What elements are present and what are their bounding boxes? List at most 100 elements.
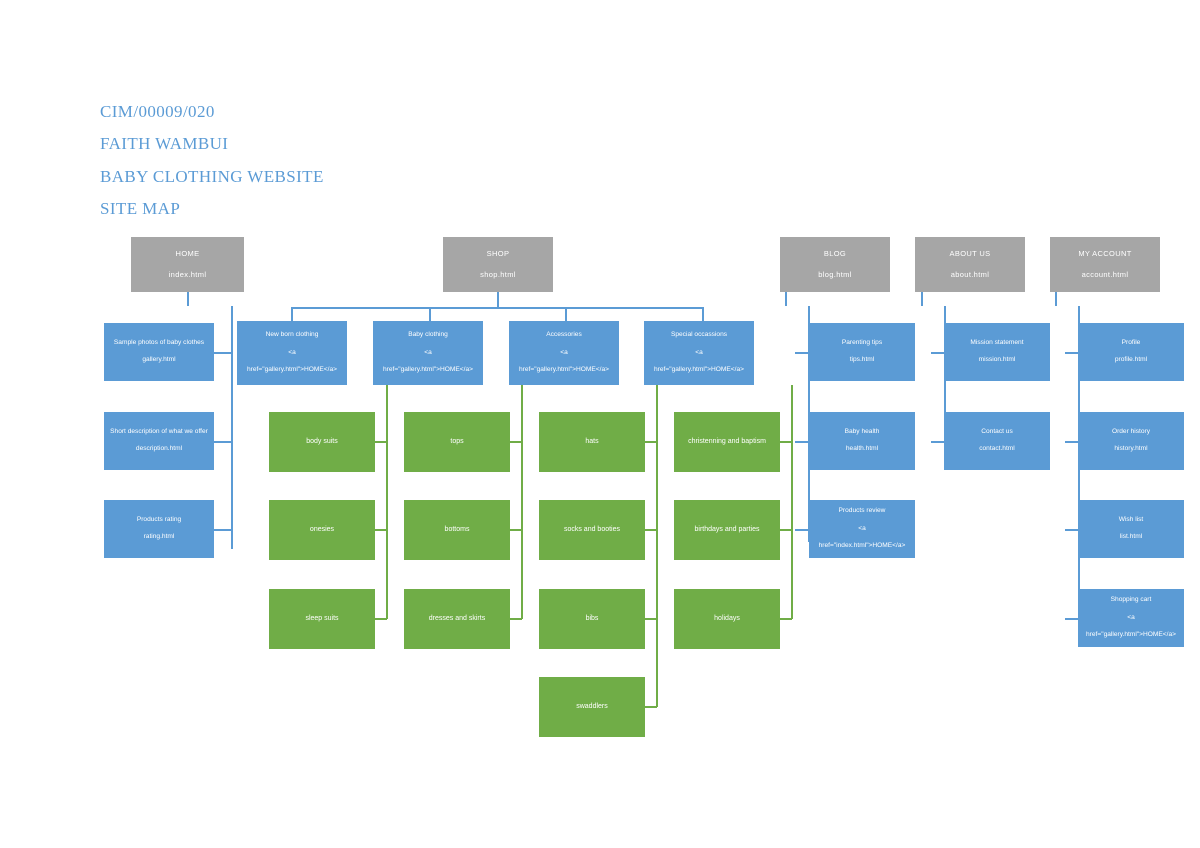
connector-special-stub-1 <box>780 441 792 443</box>
node-account-title: MY ACCOUNT <box>1078 249 1132 259</box>
connector-account-drop <box>1055 292 1057 306</box>
node-item-hats[interactable]: hats <box>539 412 645 472</box>
node-account-child-order-history[interactable]: Order history history.html <box>1078 412 1184 470</box>
connector-shop-drop-2 <box>429 307 431 321</box>
node-label-line3: href="index.html">HOME</a> <box>818 542 906 550</box>
node-home-child-description[interactable]: Short description of what we offer descr… <box>104 412 214 470</box>
node-shop-category-special-occassions[interactable]: Special occassions <a href="gallery.html… <box>644 321 754 385</box>
node-label-line1: Products rating <box>136 515 182 523</box>
node-label-line2: rating.html <box>143 533 175 541</box>
node-account-child-profile[interactable]: Profile profile.html <box>1078 323 1184 381</box>
node-label-line1: Sample photos of baby clothes <box>113 338 205 346</box>
node-item-dresses-and-skirts[interactable]: dresses and skirts <box>404 589 510 649</box>
node-label-line2: profile.html <box>1114 356 1148 364</box>
node-label-line2: <a <box>858 524 866 532</box>
node-account-child-shopping-cart[interactable]: Shopping cart <a href="gallery.html">HOM… <box>1078 589 1184 647</box>
node-blog[interactable]: BLOG blog.html <box>780 237 890 292</box>
connector-newborn-spine <box>386 385 388 619</box>
node-item-holidays[interactable]: holidays <box>674 589 780 649</box>
node-label-line2: <a <box>695 348 703 356</box>
node-item-body-suits[interactable]: body suits <box>269 412 375 472</box>
connector-blog-drop <box>785 292 787 306</box>
node-shop-category-accessories[interactable]: Accessories <a href="gallery.html">HOME<… <box>509 321 619 385</box>
node-item-onesies[interactable]: onesies <box>269 500 375 560</box>
diagram-title: SITE MAP <box>100 199 181 218</box>
connector-accessories-stub-1 <box>645 441 657 443</box>
node-label: birthdays and parties <box>694 526 760 534</box>
connector-babyclothing-spine <box>521 385 523 619</box>
connector-home-spine-main <box>231 306 233 549</box>
node-my-account[interactable]: MY ACCOUNT account.html <box>1050 237 1160 292</box>
node-about-us[interactable]: ABOUT US about.html <box>915 237 1025 292</box>
node-label-line2: contact.html <box>979 445 1015 453</box>
node-item-bottoms[interactable]: bottoms <box>404 500 510 560</box>
node-item-bibs[interactable]: bibs <box>539 589 645 649</box>
node-label-line3: href="gallery.html">HOME</a> <box>1086 631 1176 639</box>
connector-blog-stub-2 <box>795 441 809 443</box>
node-label: onesies <box>309 526 335 534</box>
node-about-title: ABOUT US <box>949 249 991 259</box>
connector-shop-drop <box>497 292 499 308</box>
node-label-line1: Profile <box>1121 338 1141 346</box>
connector-accessories-spine <box>656 385 658 707</box>
node-label-line2: list.html <box>1119 533 1143 541</box>
connector-home-stub-1 <box>213 352 232 354</box>
connector-home-spine <box>187 292 189 306</box>
node-label-line1: Short description of what we offer <box>110 427 208 435</box>
node-label-line2: <a <box>288 348 296 356</box>
connector-accessories-stub-4 <box>645 706 657 708</box>
connector-blog-stub-1 <box>795 352 809 354</box>
node-home-child-gallery[interactable]: Sample photos of baby clothes gallery.ht… <box>104 323 214 381</box>
node-blog-file: blog.html <box>818 269 852 279</box>
node-shop-category-baby-clothing[interactable]: Baby clothing <a href="gallery.html">HOM… <box>373 321 483 385</box>
connector-babyclothing-stub-1 <box>510 441 522 443</box>
node-blog-child-products-review[interactable]: Products review <a href="index.html">HOM… <box>809 500 915 558</box>
node-blog-child-parenting-tips[interactable]: Parenting tips tips.html <box>809 323 915 381</box>
node-item-christenning-and-baptism[interactable]: christenning and baptism <box>674 412 780 472</box>
node-home[interactable]: HOME index.html <box>131 237 244 292</box>
node-shop-file: shop.html <box>480 269 516 279</box>
node-home-title: HOME <box>175 249 200 259</box>
node-label-line2: <a <box>424 348 432 356</box>
node-shop[interactable]: SHOP shop.html <box>443 237 553 292</box>
node-shop-category-new-born-clothing[interactable]: New born clothing <a href="gallery.html"… <box>237 321 347 385</box>
node-about-child-contact-us[interactable]: Contact us contact.html <box>944 412 1050 470</box>
author-name: FAITH WAMBUI <box>100 134 229 153</box>
node-label: socks and booties <box>563 526 621 534</box>
connector-account-stub-3 <box>1065 529 1079 531</box>
connector-shop-drop-1 <box>291 307 293 321</box>
node-label-line1: Baby health <box>844 427 880 435</box>
node-label: swaddlers <box>576 703 608 711</box>
project-title: BABY CLOTHING WEBSITE <box>100 167 324 186</box>
node-label-line2: health.html <box>845 445 879 453</box>
node-about-child-mission-statement[interactable]: Mission statement mission.html <box>944 323 1050 381</box>
node-label-line1: Special occassions <box>670 330 728 338</box>
node-label-line2: mission.html <box>978 356 1016 364</box>
connector-accessories-stub-3 <box>645 618 657 620</box>
connector-special-stub-3 <box>780 618 792 620</box>
node-label-line1: Products review <box>838 506 886 514</box>
connector-babyclothing-stub-3 <box>510 618 522 620</box>
node-item-socks-and-booties[interactable]: socks and booties <box>539 500 645 560</box>
node-label-line3: href="gallery.html">HOME</a> <box>247 366 337 374</box>
node-item-sleep-suits[interactable]: sleep suits <box>269 589 375 649</box>
connector-about-stub-2 <box>931 441 945 443</box>
node-label: body suits <box>306 438 338 446</box>
node-item-birthdays-and-parties[interactable]: birthdays and parties <box>674 500 780 560</box>
node-label-line2: <a <box>560 348 568 356</box>
connector-newborn-stub-2 <box>374 529 387 531</box>
node-item-tops[interactable]: tops <box>404 412 510 472</box>
node-home-child-rating[interactable]: Products rating rating.html <box>104 500 214 558</box>
node-home-file: index.html <box>168 269 207 279</box>
node-item-swaddlers[interactable]: swaddlers <box>539 677 645 737</box>
node-account-child-wish-list[interactable]: Wish list list.html <box>1078 500 1184 558</box>
node-blog-child-baby-health[interactable]: Baby health health.html <box>809 412 915 470</box>
node-account-file: account.html <box>1081 269 1129 279</box>
node-label-line1: Accessories <box>546 330 582 338</box>
connector-account-stub-1 <box>1065 352 1079 354</box>
node-about-file: about.html <box>950 269 990 279</box>
connector-special-stub-2 <box>780 529 792 531</box>
node-label-line2: tips.html <box>849 356 875 364</box>
connector-home-stub-3 <box>213 529 232 531</box>
